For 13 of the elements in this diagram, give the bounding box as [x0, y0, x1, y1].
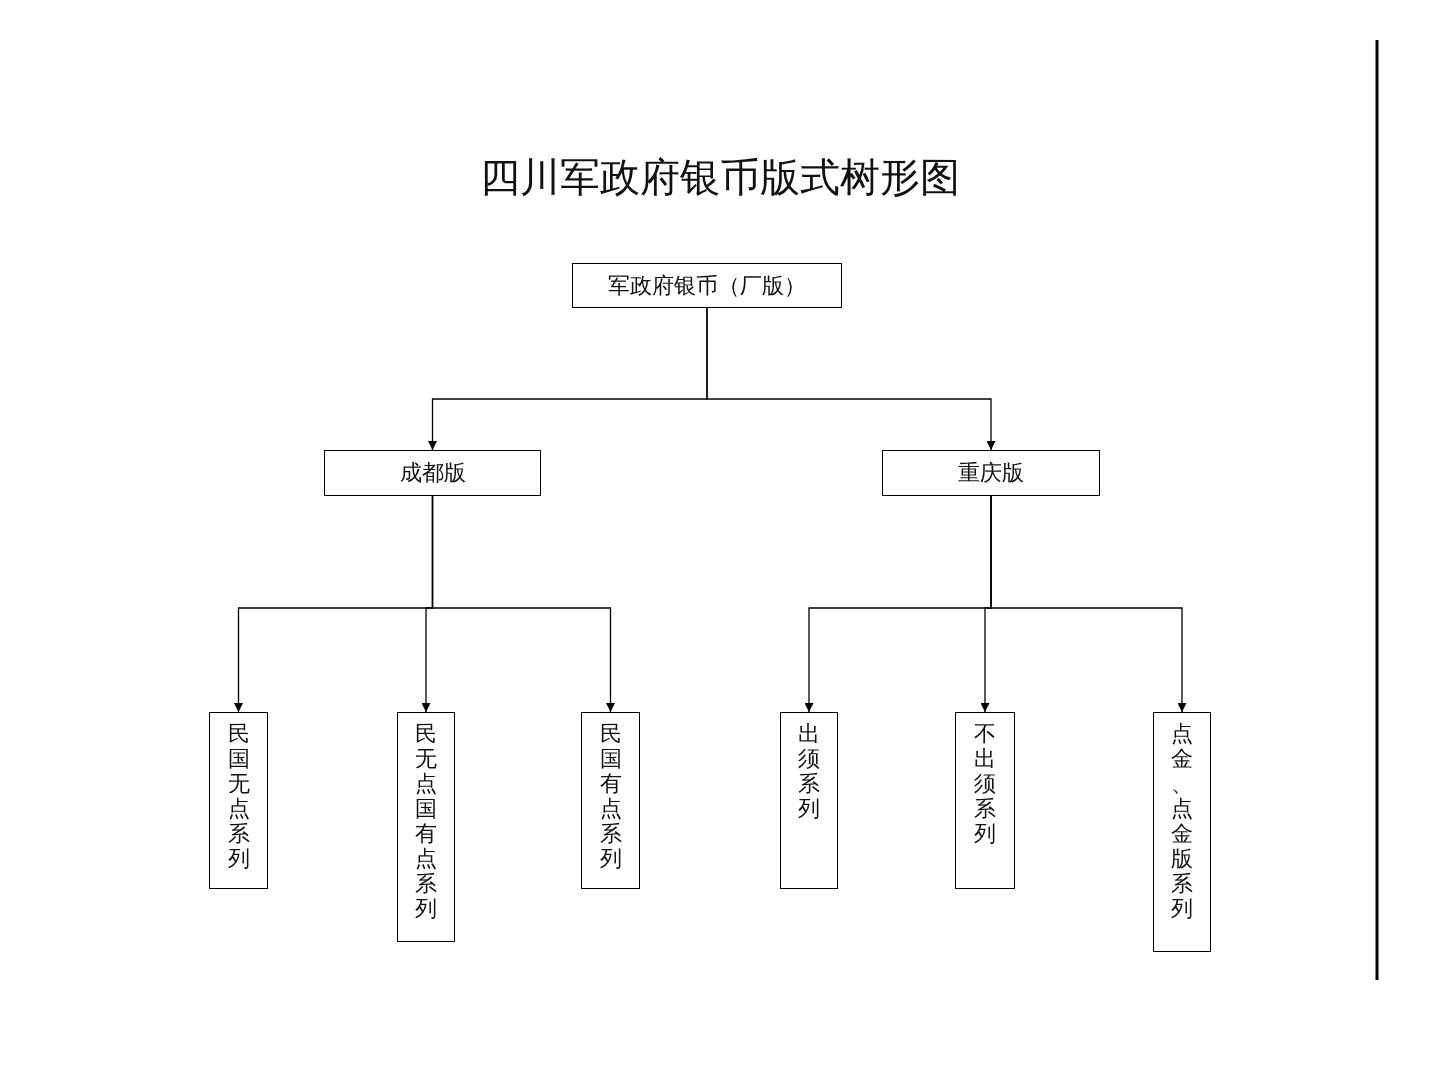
process-box: 民国有点系列	[581, 712, 640, 889]
arrow	[706, 307, 996, 451]
process-box: 重庆版	[882, 450, 1100, 496]
arrow	[431, 495, 615, 713]
arrow	[990, 495, 1187, 713]
process-box: 民无点国有点系列	[397, 712, 455, 942]
process-box: 不出须系列	[955, 712, 1015, 889]
diagram-title: 四川军政府银币版式树形图	[479, 153, 961, 202]
process-box: 民国无点系列	[209, 712, 268, 889]
process-box: 军政府银币（厂版）	[572, 263, 842, 308]
process-box: 出须系列	[780, 712, 838, 889]
process-box: 成都版	[324, 450, 541, 496]
process-box: 点金、点金版系列	[1153, 712, 1211, 952]
